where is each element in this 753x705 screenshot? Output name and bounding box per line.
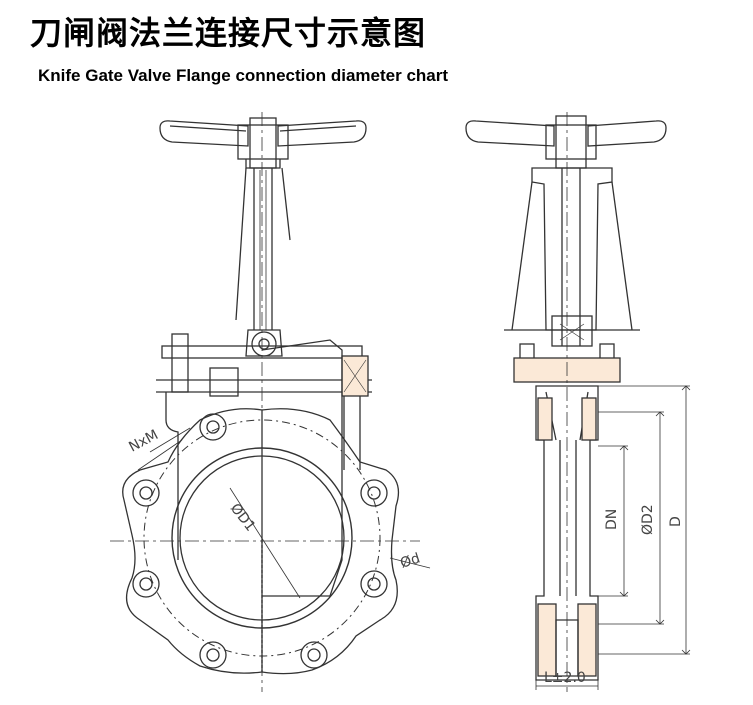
- side-view: [465, 112, 691, 692]
- body-front: [110, 112, 431, 692]
- label-dn: DN: [604, 509, 620, 530]
- body-side: [535, 112, 599, 692]
- label-l: L±2.0: [544, 670, 586, 686]
- page-title: 刀闸阀法兰连接尺寸示意图: [30, 14, 427, 52]
- stem-yoke-front: [235, 167, 291, 357]
- page-subtitle: Knife Gate Valve Flange connection diame…: [38, 66, 449, 85]
- front-view: [110, 112, 431, 692]
- drawing-labels: NxM ØD1 Ød DN ØD2 D L±2.0: [126, 427, 684, 686]
- bonnet-front: [156, 333, 372, 560]
- dimension-lines: [535, 385, 691, 690]
- handwheel-side: [465, 115, 667, 169]
- handwheel-front: [159, 117, 367, 169]
- label-od: Ød: [398, 550, 422, 571]
- label-nxm: NxM: [126, 427, 161, 456]
- label-od2: ØD2: [640, 504, 656, 535]
- label-d: D: [668, 516, 684, 527]
- label-od1: ØD1: [227, 501, 259, 535]
- yoke-side: [504, 167, 640, 383]
